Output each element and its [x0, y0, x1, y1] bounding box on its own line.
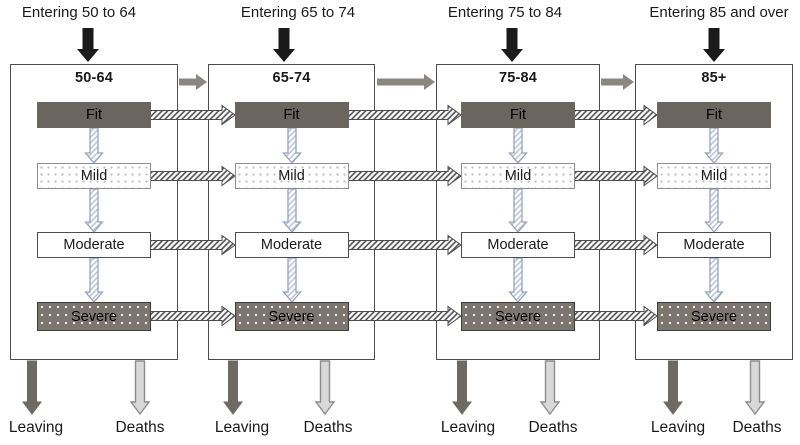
age-panel-75-84: 75-84 Fit Mild Moderate Severe: [436, 64, 600, 360]
transition-arrow-moderate-50-64-to-65-74: [146, 234, 236, 256]
state-box-moderate: Moderate: [461, 232, 575, 258]
worsening-arrow-fit-to-mild-85-over: [704, 127, 724, 165]
worsening-arrow-mild-to-moderate-65-74: [282, 188, 302, 234]
transition-arrow-severe-75-84-to-85-over: [570, 305, 658, 327]
transition-arrow-fit-50-64-to-65-74: [146, 104, 236, 126]
state-box-fit: Fit: [657, 102, 771, 128]
state-box-severe: Severe: [37, 302, 151, 331]
leaving-arrow-75-84: [452, 360, 472, 415]
entering-label-85-over: Entering 85 and over: [649, 4, 789, 21]
deaths-arrow-65-74: [314, 360, 336, 416]
deaths-label-75-84: Deaths: [528, 419, 578, 436]
deaths-label-65-74: Deaths: [303, 419, 353, 436]
entering-arrow-50-64: [77, 28, 99, 62]
deaths-arrow-85-over: [744, 360, 766, 416]
leaving-arrow-65-74: [223, 360, 243, 415]
transition-arrow-mild-65-74-to-75-84: [344, 165, 462, 187]
state-box-mild: Mild: [461, 163, 575, 189]
aging-arrow-75-84-to-85-over: [601, 74, 634, 90]
worsening-arrow-mild-to-moderate-85-over: [704, 188, 724, 234]
state-box-fit: Fit: [461, 102, 575, 128]
transition-arrow-moderate-65-74-to-75-84: [344, 234, 462, 256]
age-panel-65-74: 65-74 Fit Mild Moderate Severe: [208, 64, 375, 360]
worsening-arrow-moderate-to-severe-75-84: [508, 257, 528, 304]
state-box-severe: Severe: [461, 302, 575, 331]
state-box-moderate: Moderate: [657, 232, 771, 258]
leaving-label-50-64: Leaving: [8, 419, 64, 436]
panel-title: 75-84: [498, 70, 538, 86]
worsening-arrow-fit-to-mild-65-74: [282, 127, 302, 165]
leaving-label-75-84: Leaving: [440, 419, 496, 436]
deaths-label-85-over: Deaths: [732, 419, 782, 436]
transition-arrow-severe-65-74-to-75-84: [344, 305, 462, 327]
leaving-arrow-50-64: [22, 360, 42, 415]
entering-arrow-75-84: [501, 28, 523, 62]
transition-arrow-mild-75-84-to-85-over: [570, 165, 658, 187]
deaths-arrow-50-64: [129, 360, 151, 416]
entering-label-50-64: Entering 50 to 64: [21, 4, 137, 21]
transition-arrow-mild-50-64-to-65-74: [146, 165, 236, 187]
entering-label-75-84: Entering 75 to 84: [447, 4, 563, 21]
state-box-mild: Mild: [37, 163, 151, 189]
aging-arrow-50-64-to-65-74: [179, 74, 207, 90]
state-box-moderate: Moderate: [37, 232, 151, 258]
age-panel-85-over: 85+ Fit Mild Moderate Severe: [635, 64, 793, 360]
worsening-arrow-moderate-to-severe-85-over: [704, 257, 724, 304]
state-box-mild: Mild: [234, 163, 349, 189]
age-panel-50-64: 50-64 Fit Mild Moderate Severe: [10, 64, 178, 360]
worsening-arrow-moderate-to-severe-50-64: [84, 257, 104, 304]
worsening-arrow-mild-to-moderate-50-64: [84, 188, 104, 234]
panel-title: 65-74: [272, 70, 311, 86]
state-box-severe: Severe: [234, 302, 349, 331]
entering-arrow-65-74: [273, 28, 295, 62]
deaths-label-50-64: Deaths: [115, 419, 165, 436]
state-box-severe: Severe: [657, 302, 771, 331]
worsening-arrow-fit-to-mild-75-84: [508, 127, 528, 165]
state-box-fit: Fit: [234, 102, 349, 128]
worsening-arrow-fit-to-mild-50-64: [84, 127, 104, 165]
transition-arrow-severe-50-64-to-65-74: [146, 305, 236, 327]
transition-arrow-fit-75-84-to-85-over: [570, 104, 658, 126]
entering-label-65-74: Entering 65 to 74: [240, 4, 356, 21]
leaving-label-65-74: Leaving: [214, 419, 270, 436]
transition-arrow-moderate-75-84-to-85-over: [570, 234, 658, 256]
state-box-mild: Mild: [657, 163, 771, 189]
leaving-arrow-85-over: [663, 360, 683, 415]
leaving-label-85-over: Leaving: [650, 419, 706, 436]
state-box-fit: Fit: [37, 102, 151, 128]
deaths-arrow-75-84: [539, 360, 561, 416]
panel-title: 85+: [701, 70, 727, 86]
aging-arrow-65-74-to-75-84: [377, 74, 435, 90]
panel-title: 50-64: [74, 70, 114, 86]
state-box-moderate: Moderate: [234, 232, 349, 258]
entering-arrow-85-over: [703, 28, 725, 62]
worsening-arrow-mild-to-moderate-75-84: [508, 188, 528, 234]
worsening-arrow-moderate-to-severe-65-74: [282, 257, 302, 304]
transition-arrow-fit-65-74-to-75-84: [344, 104, 462, 126]
